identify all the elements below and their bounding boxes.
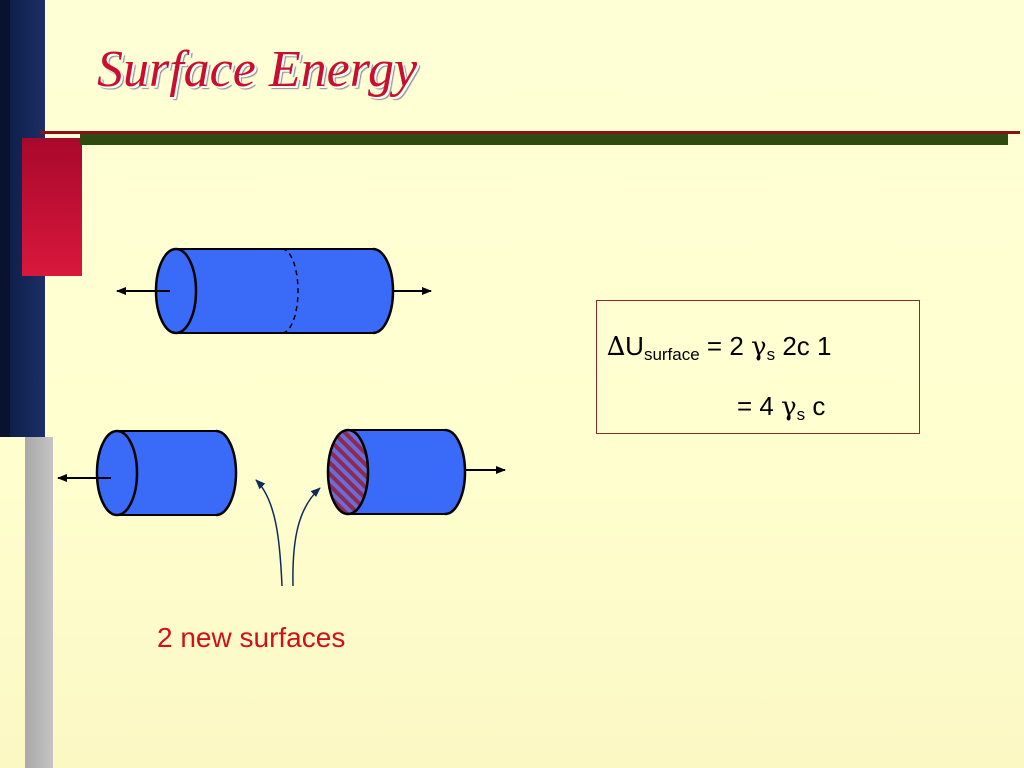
fracture-plane-dashed [281, 248, 299, 334]
pointer-arrow-right-surface [292, 487, 321, 587]
delta-symbol: ∆ [607, 332, 626, 362]
equation-line-1: ∆Usurface = 2 γs 2c 1 [607, 331, 831, 365]
gamma-subscript: s [766, 345, 776, 364]
left-gray-bar [25, 437, 53, 768]
slide-title: Surface Energy [97, 41, 418, 98]
left-red-accent [22, 138, 82, 276]
surface-subscript: surface [643, 345, 700, 364]
title-rule-olive [80, 134, 1008, 145]
gamma-symbol: γ [781, 392, 797, 422]
equation-line-2: = 4 γs c [737, 391, 825, 425]
equals-four: = 4 [737, 391, 774, 421]
new-surfaces-caption: 2 new surfaces [157, 622, 346, 653]
intact-cylinder [154, 247, 395, 335]
left-dark-bar [0, 0, 10, 437]
equals-two: = 2 [706, 331, 744, 361]
gamma-subscript: s [796, 405, 806, 424]
pointer-arrow-left-surface [255, 479, 283, 587]
broken-piece-right [326, 428, 467, 516]
equation-term: 2c 1 [782, 331, 832, 361]
equation-box: ∆Usurface = 2 γs 2c 1 = 4 γs c [596, 300, 920, 434]
broken-piece-left [95, 429, 238, 517]
equation-term: c [812, 391, 826, 421]
new-surface-hatched [326, 428, 370, 516]
gamma-symbol: γ [751, 332, 767, 362]
title-rule-red [40, 131, 1020, 134]
energy-variable: U [625, 331, 644, 361]
